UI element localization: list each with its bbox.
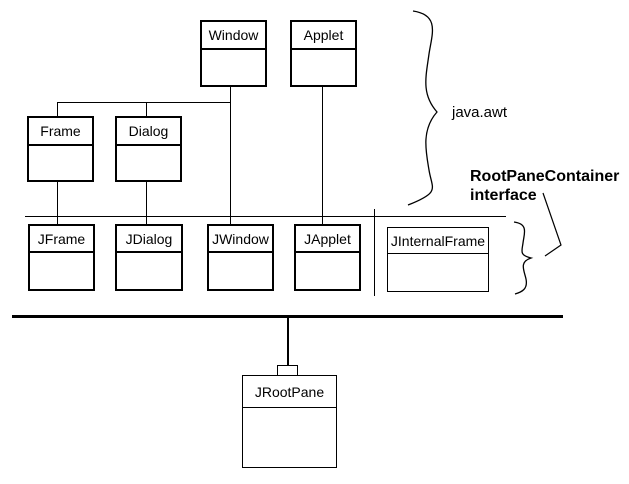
class-label-jframe: JFrame <box>30 226 93 253</box>
java-awt-label: java.awt <box>452 104 508 121</box>
class-box-jframe-body <box>30 253 93 289</box>
class-box-jrootpane-body <box>243 408 336 467</box>
class-label-window: Window <box>202 22 265 50</box>
connector-window-down <box>230 87 231 224</box>
connector-applet-down <box>322 87 323 224</box>
class-label-dialog: Dialog <box>117 118 180 146</box>
connector-frame-jframe <box>57 182 58 224</box>
class-box-dialog-body <box>117 146 180 180</box>
class-label-frame: Frame <box>29 118 92 146</box>
class-box-japplet-body <box>296 253 359 289</box>
rootpane-bar-line <box>12 315 563 318</box>
class-box-japplet: JApplet <box>294 224 361 291</box>
class-box-jdialog: JDialog <box>115 224 183 291</box>
separator-line <box>374 209 375 296</box>
class-box-window: Window <box>200 20 267 87</box>
class-box-dialog: Dialog <box>115 116 182 182</box>
class-box-window-body <box>202 50 265 85</box>
connector-frame-stub <box>57 102 58 116</box>
connector-dialog-jdialog <box>146 182 147 224</box>
jinternalframe-brace <box>513 221 534 295</box>
class-box-jdialog-body <box>117 253 181 289</box>
class-box-jwindow: JWindow <box>207 224 274 291</box>
class-label-jdialog: JDialog <box>117 226 181 253</box>
class-box-applet: Applet <box>290 20 357 87</box>
class-box-jinternalframe-body <box>388 254 488 291</box>
class-label-jwindow: JWindow <box>209 226 272 253</box>
connector-rootpane-down <box>287 318 289 365</box>
class-box-jrootpane: JRootPane <box>242 375 337 468</box>
interface-pointer-line <box>542 192 562 257</box>
java-awt-brace <box>407 10 438 206</box>
class-label-jrootpane: JRootPane <box>243 376 336 408</box>
class-box-jwindow-body <box>209 253 272 289</box>
class-box-frame: Frame <box>27 116 94 182</box>
swing-row-line <box>25 216 506 217</box>
connector-dialog-stub <box>146 102 147 116</box>
class-label-jinternalframe: JInternalFrame <box>388 228 488 254</box>
interface-label: interface <box>470 187 537 204</box>
class-label-japplet: JApplet <box>296 226 359 253</box>
connector-awt-branch <box>57 102 231 103</box>
class-box-jframe: JFrame <box>28 224 95 291</box>
rootpanecontainer-label: RootPaneContainer <box>470 168 620 185</box>
class-box-applet-body <box>292 50 355 85</box>
class-box-frame-body <box>29 146 92 180</box>
class-box-jinternalframe: JInternalFrame <box>387 227 489 292</box>
class-label-applet: Applet <box>292 22 355 50</box>
